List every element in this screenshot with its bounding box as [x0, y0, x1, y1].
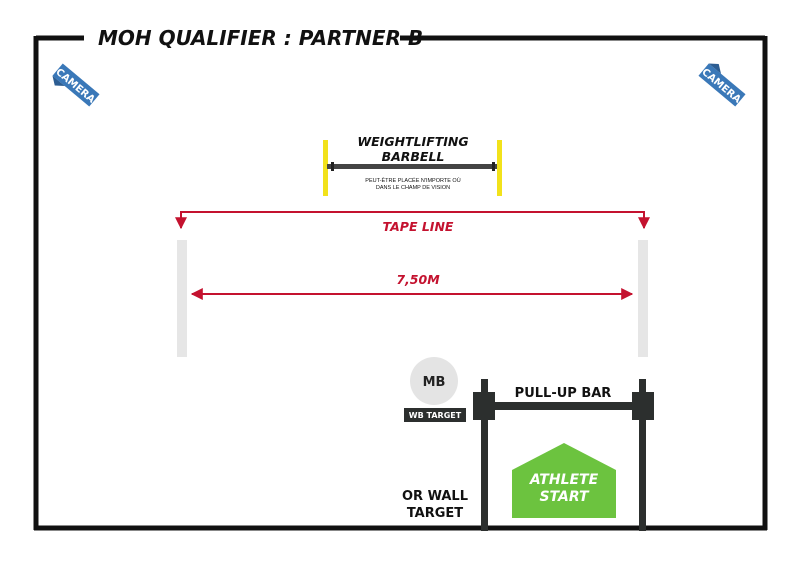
athlete-start-line2: START — [539, 489, 590, 505]
barbell-bar — [327, 164, 499, 169]
wb-target-badge — [404, 408, 466, 422]
page-title: MOH QUALIFIER : PARTNER B — [98, 26, 423, 50]
wb-target-label: WB TARGET — [409, 411, 462, 420]
camera-left-label: CAMERA — [53, 67, 97, 106]
lane-marker-left — [177, 240, 187, 357]
pull-up-bar — [495, 402, 632, 410]
barbell-title-line2: BARBELL — [382, 149, 445, 164]
lane-marker-right — [638, 240, 648, 357]
athlete-start: ATHLETE START — [512, 443, 616, 518]
camera-right: CAMERA — [698, 63, 746, 107]
pull-up-rig: PULL-UP BAR — [473, 379, 654, 531]
athlete-start-line1: ATHLETE — [529, 472, 599, 488]
wall-target-line1: OR WALL — [402, 489, 468, 504]
athlete-start-marker — [512, 443, 616, 518]
barbell-plate-right — [497, 140, 502, 196]
medicine-ball-icon — [410, 357, 458, 405]
barbell: WEIGHTLIFTING BARBELL PEUT-ÊTRE PLACÉE N… — [323, 134, 502, 196]
rig-post-right — [639, 379, 646, 531]
distance-label: 7,50M — [396, 272, 440, 287]
rig-post-left — [481, 379, 488, 531]
camera-right-icon — [698, 63, 746, 107]
camera-right-label: CAMERA — [699, 67, 743, 106]
camera-left: CAMERA — [52, 63, 100, 107]
tape-line: TAPE LINE — [175, 211, 650, 234]
barbell-note-line2: DANS LE CHAMP DE VISION — [376, 185, 450, 191]
barbell-title-line1: WEIGHTLIFTING — [357, 134, 468, 149]
pull-up-bar-label: PULL-UP BAR — [515, 386, 612, 401]
barbell-plate-left — [323, 140, 328, 196]
distance-indicator: 7,50M — [190, 272, 634, 300]
wall-target-line2: TARGET — [407, 506, 463, 521]
camera-left-icon — [52, 63, 100, 107]
tape-line-label: TAPE LINE — [383, 219, 454, 234]
medicine-ball-label: MB — [423, 375, 446, 390]
medicine-ball: MB WB TARGET — [404, 357, 466, 422]
barbell-note-line1: PEUT-ÊTRE PLACÉE N'IMPORTE OÙ — [365, 176, 460, 184]
